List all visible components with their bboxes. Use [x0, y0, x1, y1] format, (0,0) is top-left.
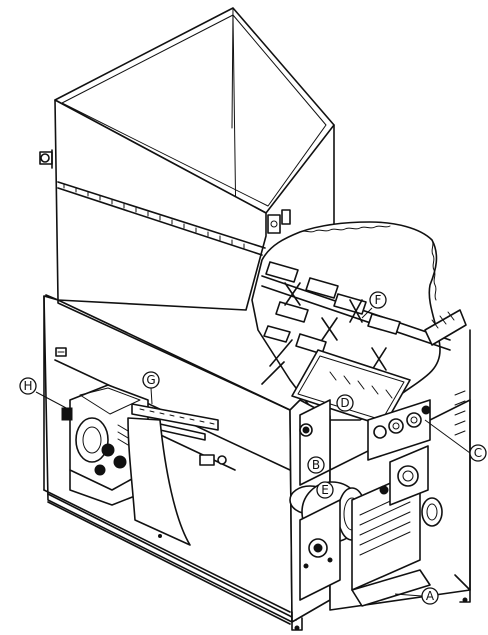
callout-e: E [316, 481, 334, 499]
svg-text:D: D [340, 396, 349, 410]
svg-text:H: H [23, 379, 32, 393]
hopper [39, 7, 335, 311]
inner-rod [149, 429, 236, 471]
agitator-paddles [261, 261, 401, 385]
callout-a: A [421, 587, 439, 605]
left-latch [39, 149, 53, 169]
callout-b: B [307, 456, 325, 474]
callout-h: H [19, 377, 37, 395]
svg-text:G: G [146, 373, 155, 387]
hinge-teeth [63, 183, 245, 249]
agitator-shaft [261, 261, 451, 385]
right-flap [424, 309, 467, 346]
svg-text:E: E [321, 483, 329, 497]
electrical-boxes [367, 399, 431, 506]
right-latch [267, 209, 291, 234]
auger-trough [291, 349, 411, 427]
svg-text:B: B [312, 458, 320, 472]
svg-text:C: C [474, 446, 482, 460]
cutaway-torn-edge [251, 221, 441, 421]
callout-d: D [336, 394, 354, 412]
leader-lines [35, 307, 471, 597]
svg-text:F: F [375, 293, 382, 307]
front-peel-sheet [127, 417, 191, 546]
callout-g: G [142, 371, 160, 389]
motor-assembly [61, 384, 151, 506]
svg-text:A: A [426, 589, 435, 603]
callout-f: F [369, 291, 387, 309]
callout-c: C [469, 444, 487, 462]
